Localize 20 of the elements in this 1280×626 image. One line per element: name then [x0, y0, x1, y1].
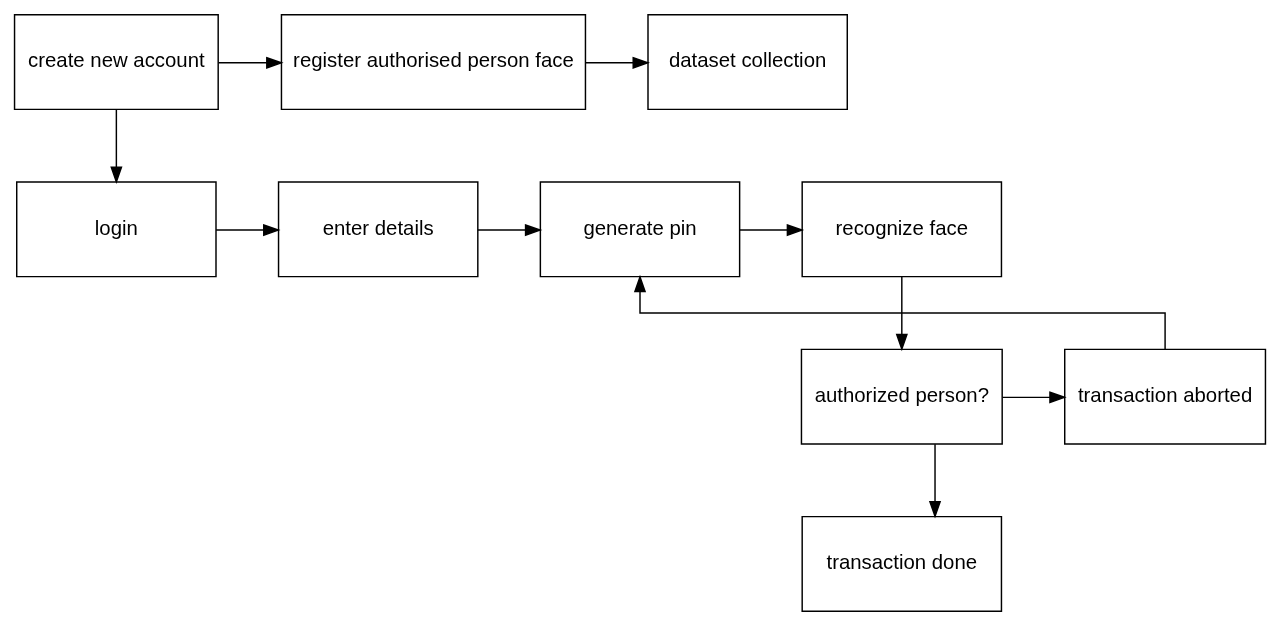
arrow — [215, 223, 281, 237]
arrow — [584, 56, 650, 69]
node-box: generate pin — [539, 181, 741, 278]
node-box: authorized person? — [800, 348, 1003, 445]
node-box: recognize face — [801, 181, 1003, 278]
node-box: enter details — [277, 181, 479, 278]
node-box: create new account — [13, 14, 219, 111]
arrow — [110, 108, 123, 184]
node-box: transaction aborted — [1064, 348, 1267, 445]
arrow — [895, 276, 908, 352]
node-box: transaction done — [801, 515, 1003, 612]
arrow — [217, 56, 284, 69]
arrow — [477, 223, 543, 237]
arrow — [928, 443, 942, 519]
node-box: dataset collection — [647, 14, 848, 111]
arrow — [1001, 391, 1067, 404]
arrow — [739, 223, 805, 237]
arrow — [633, 274, 1166, 350]
node-box: login — [16, 181, 217, 278]
node-box: register authorised person face — [280, 14, 587, 111]
